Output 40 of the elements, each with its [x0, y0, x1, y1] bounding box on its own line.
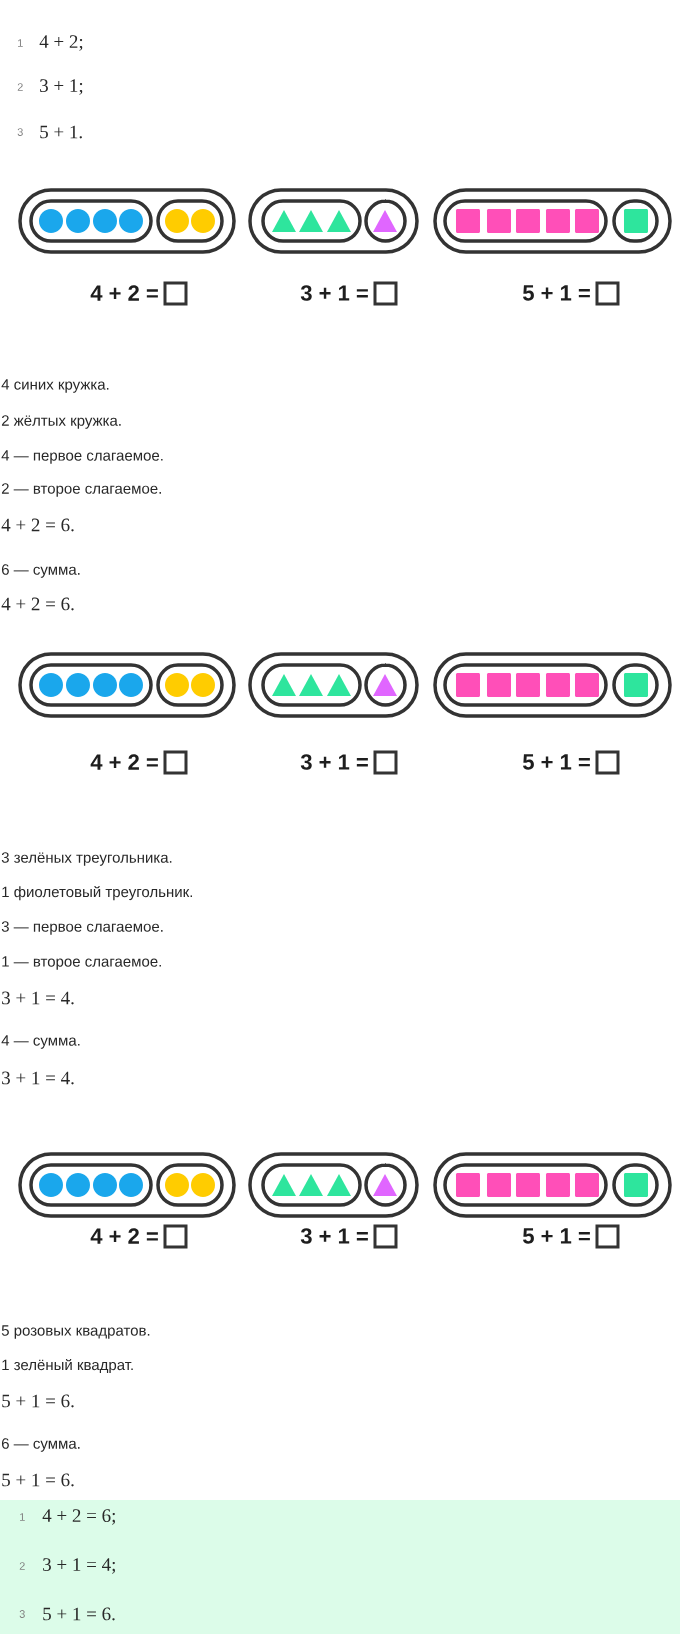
- equation: 4 + 2 =: [90, 1228, 158, 1244]
- sentence: 2 жёлтых кружка.: [1, 415, 121, 429]
- sentence: 2 — второе слагаемое.: [1, 483, 161, 497]
- expression: 5 + 1 = 6.: [2, 1394, 74, 1408]
- expression: 4 + 2 = 6;: [42, 1509, 115, 1525]
- sentence: 4 синих кружка.: [1, 379, 109, 393]
- equation: 3 + 1 =: [300, 1228, 368, 1244]
- equation: 4 + 2 =: [90, 754, 158, 770]
- item-number: 2: [19, 1562, 25, 1570]
- sentence: 6 — сумма.: [1, 1438, 80, 1452]
- expression: 3 + 1 = 4;: [43, 1558, 115, 1574]
- equation: 4 + 2 =: [90, 285, 158, 301]
- expression: 3 + 1;: [40, 79, 83, 95]
- equation: 5 + 1 =: [522, 285, 590, 301]
- expression: 4 + 2 = 6.: [1, 597, 74, 611]
- sentence: 1 зелёный квадрат.: [2, 1358, 133, 1374]
- item-number: 3: [17, 128, 23, 136]
- expression: 4 + 2;: [39, 35, 83, 51]
- item-number: 1: [18, 39, 23, 47]
- expression: 5 + 1.: [40, 125, 82, 139]
- equation: 3 + 1 =: [300, 285, 368, 301]
- sentence: 3 зелёных треугольника.: [1, 852, 172, 866]
- expression: 5 + 1 = 6.: [43, 1607, 115, 1621]
- equation: 3 + 1 =: [300, 754, 368, 770]
- item-number: 1: [20, 1513, 25, 1521]
- expression: 3 + 1 = 4.: [2, 1071, 74, 1085]
- sentence: 4 — сумма.: [1, 1035, 80, 1049]
- sentence: 4 — первое слагаемое.: [1, 450, 163, 464]
- sentence: 3 — первое слагаемое.: [1, 921, 163, 935]
- item-number: 2: [17, 83, 23, 91]
- sentence: 1 фиолетовый треугольник.: [2, 885, 192, 901]
- equation: 5 + 1 =: [522, 754, 590, 770]
- equation: 5 + 1 =: [522, 1228, 590, 1244]
- item-number: 3: [19, 1610, 25, 1618]
- sentence: 1 — второе слагаемое.: [2, 956, 161, 970]
- expression: 4 + 2 = 6.: [1, 518, 74, 532]
- sentence: 6 — сумма.: [1, 564, 80, 578]
- expression: 5 + 1 = 6.: [2, 1473, 74, 1487]
- sentence: 5 розовых квадратов.: [1, 1325, 150, 1339]
- expression: 3 + 1 = 4.: [2, 991, 74, 1005]
